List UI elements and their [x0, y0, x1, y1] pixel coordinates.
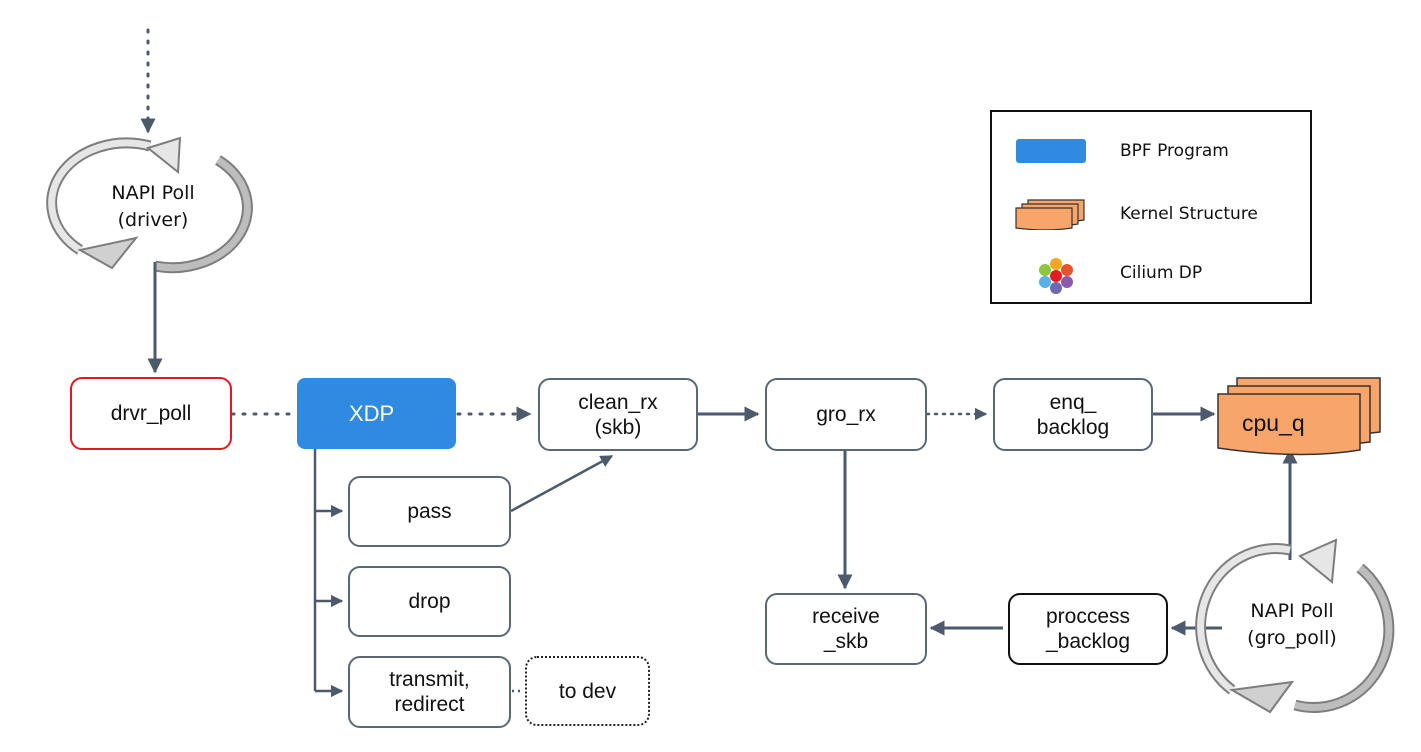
gro-rx-node: gro_rx [765, 378, 927, 451]
legend-bpf-program: BPF Program [1120, 141, 1229, 161]
receive-skb-node: receive _skb [765, 593, 927, 665]
cpu-q-kernel-structure [1217, 377, 1381, 456]
kernel-structure-swatch [1015, 199, 1085, 230]
napi-poll-driver-label: NAPI Poll (driver) [111, 182, 195, 231]
xdp-node: XDP [297, 378, 456, 449]
napi-poll-gro-loop-icon [1195, 538, 1395, 714]
to-dev-node: to dev [525, 656, 650, 726]
legend: BPF Program Kernel Structure Cilium DP [990, 110, 1312, 304]
cpu-q-label: cpu_q [1242, 410, 1305, 436]
drvr-poll-node: drvr_poll [70, 377, 232, 450]
drop-node: drop [348, 566, 511, 637]
proccess-backlog-node: proccess _backlog [1008, 593, 1168, 665]
bpf-program-swatch [1016, 139, 1086, 163]
cilium-dp-legend-icon [1039, 258, 1073, 294]
pass-node: pass [348, 476, 511, 547]
clean-rx-node: clean_rx (skb) [538, 378, 698, 451]
transmit-redirect-node: transmit, redirect [348, 656, 511, 728]
legend-kernel-structure: Kernel Structure [1120, 204, 1258, 224]
legend-cilium-dp: Cilium DP [1120, 263, 1203, 283]
xdp-label: XDP [349, 401, 395, 426]
napi-poll-gro-label: NAPI Poll (gro_poll) [1247, 600, 1337, 649]
napi-poll-driver-loop-icon [46, 136, 253, 274]
enq-backlog-node: enq_ backlog [993, 378, 1153, 451]
